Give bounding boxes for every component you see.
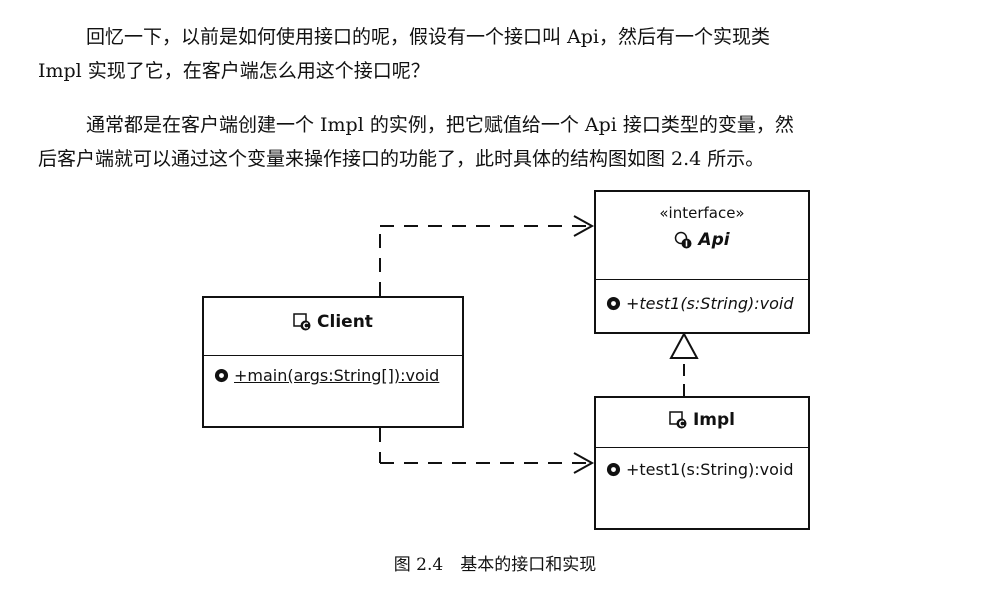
impl-operations: +test1(s:String):void bbox=[596, 448, 808, 479]
impl-class-box: C Impl +test1(s:String):void bbox=[594, 396, 810, 530]
client-operations: +main(args:String[]):void bbox=[204, 356, 462, 385]
paragraph-1-line-2: Impl 实现了它，在客户端怎么用这个接口呢？ bbox=[38, 60, 430, 82]
paragraph-2-line-2: 后客户端就可以通过这个变量来操作接口的功能了，此时具体的结构图如图 2.4 所示… bbox=[38, 148, 765, 170]
impl-name: Impl bbox=[692, 410, 736, 430]
public-operation-icon bbox=[214, 368, 229, 383]
client-operation-main: +main(args:String[]):void bbox=[234, 366, 440, 385]
class-icon: C bbox=[669, 411, 687, 429]
paragraph-1-line-1: 回忆一下，以前是如何使用接口的呢，假设有一个接口叫 Api，然后有一个实现类 bbox=[86, 26, 771, 48]
api-interface-box: «interface» I Api +test1(s:String):void bbox=[594, 190, 810, 334]
impl-header: C Impl bbox=[596, 398, 808, 448]
client-name: Client bbox=[317, 312, 373, 332]
api-operations: +test1(s:String):void bbox=[596, 280, 808, 313]
class-icon: C bbox=[293, 313, 311, 331]
client-class-box: C Client +main(args:String[]):void bbox=[202, 296, 464, 428]
svg-text:C: C bbox=[679, 420, 685, 429]
api-operation-test1: +test1(s:String):void bbox=[626, 294, 794, 313]
client-header: C Client bbox=[204, 298, 462, 356]
svg-text:I: I bbox=[685, 240, 688, 249]
impl-operation-test1: +test1(s:String):void bbox=[626, 460, 794, 479]
public-operation-icon bbox=[606, 462, 621, 477]
api-stereotype: «interface» bbox=[659, 204, 745, 222]
api-name: Api bbox=[698, 230, 730, 250]
api-header: «interface» I Api bbox=[596, 192, 808, 280]
dependency-client-api bbox=[379, 215, 595, 296]
svg-text:C: C bbox=[303, 322, 309, 331]
paragraph-2-line-1: 通常都是在客户端创建一个 Impl 的实例，把它赋值给一个 Api 接口类型的变… bbox=[86, 114, 794, 136]
realization-impl-api bbox=[669, 331, 699, 396]
paragraph-2: 通常都是在客户端创建一个 Impl 的实例，把它赋值给一个 Api 接口类型的变… bbox=[38, 108, 968, 176]
dependency-client-impl bbox=[379, 428, 595, 474]
paragraph-1: 回忆一下，以前是如何使用接口的呢，假设有一个接口叫 Api，然后有一个实现类 I… bbox=[38, 20, 968, 88]
public-operation-icon bbox=[606, 296, 621, 311]
figure-caption: 图 2.4 基本的接口和实现 bbox=[393, 555, 597, 575]
interface-icon: I bbox=[675, 231, 692, 249]
